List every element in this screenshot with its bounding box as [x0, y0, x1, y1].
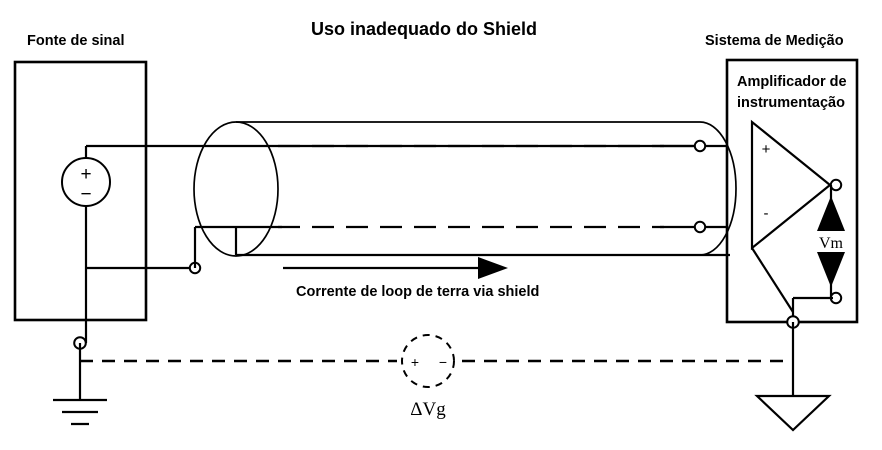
figure-title: Uso inadequado do Shield — [311, 19, 537, 39]
amplifier-label-line2: instrumentação — [737, 95, 845, 111]
ground-potential-path: + − ΔVg — [80, 334, 793, 420]
measured-voltage-annotation: Vm — [793, 185, 845, 305]
ground-potential-label: ΔVg — [410, 399, 446, 420]
amplifier-label-line1: Amplificador de — [737, 74, 847, 90]
output-terminal-node — [829, 178, 843, 192]
source-plus-sign: + — [80, 164, 91, 185]
chassis-ground-triangle — [754, 394, 832, 432]
shield-right-endcap — [699, 121, 737, 256]
amplifier-reference-wire — [751, 247, 794, 313]
signal-source-box — [13, 60, 148, 322]
amp-positive-terminal-node — [693, 139, 707, 153]
ground-loop-current-annotation: Corrente de loop de terra via shield — [283, 257, 539, 300]
ground-loop-current-label: Corrente de loop de terra via shield — [296, 284, 539, 300]
signal-source-group: + − — [13, 60, 700, 350]
source-minus-sign: − — [80, 184, 91, 205]
amp-negative-terminal-node — [693, 220, 707, 234]
measurement-system-label: Sistema de Medição — [705, 33, 844, 49]
dvg-plus-sign: + — [411, 354, 419, 370]
vm-down-arrowhead — [817, 252, 845, 287]
current-arrow-head — [478, 257, 508, 279]
instrumentation-amplifier-symbol — [750, 119, 832, 251]
measurement-system-group: Amplificador de instrumentação + - Vm — [725, 58, 859, 329]
earth-ground-symbol — [53, 343, 107, 426]
signal-source-label: Fonte de sinal — [27, 33, 125, 49]
vm-up-arrowhead — [817, 196, 845, 231]
ground-potential-source-symbol — [401, 334, 455, 388]
measured-voltage-label: Vm — [819, 235, 844, 252]
amplifier-minus-input-sign: - — [764, 205, 769, 222]
dvg-minus-sign: − — [439, 354, 447, 370]
chassis-ground-symbol — [754, 322, 832, 432]
shielded-cable — [193, 121, 737, 268]
amplifier-plus-input-sign: + — [762, 141, 771, 158]
